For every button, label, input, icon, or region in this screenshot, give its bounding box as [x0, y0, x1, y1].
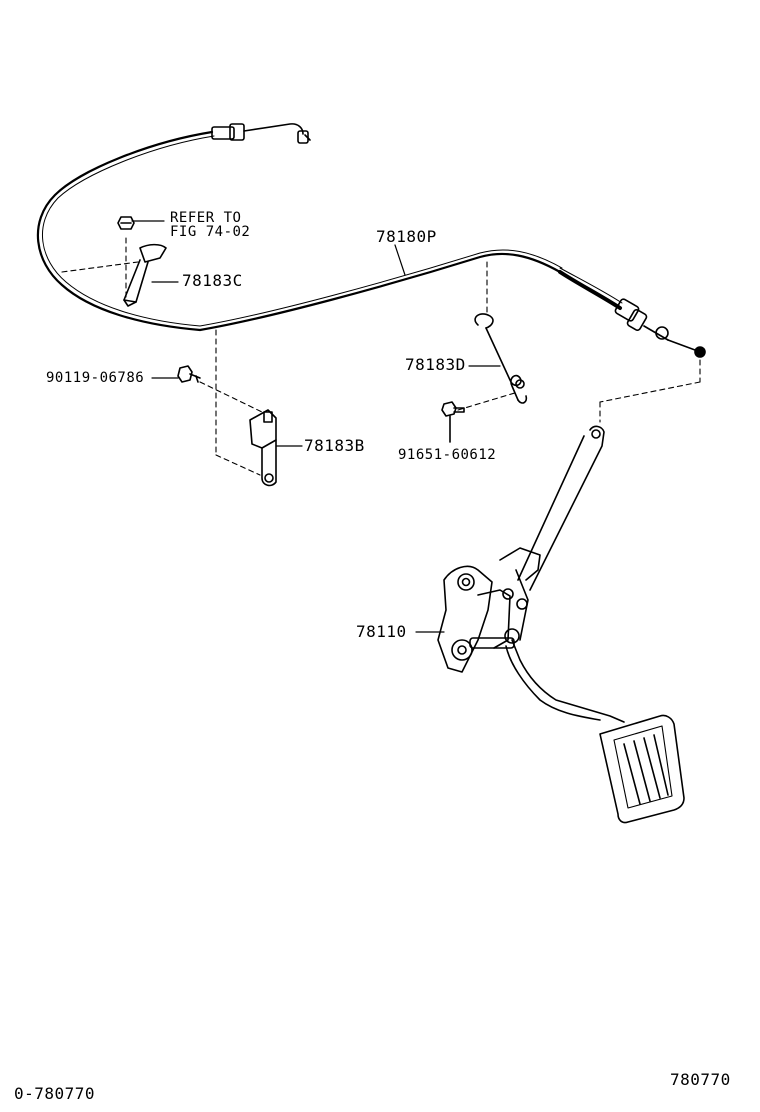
- dashed-leaders: [61, 237, 701, 476]
- clamp-78183c: [117, 216, 167, 307]
- label-leaders: [131, 220, 501, 633]
- footer-right-code: 780770: [670, 1070, 731, 1089]
- label-78183d: 78183D: [405, 355, 466, 374]
- label-78183c: 78183C: [182, 271, 243, 290]
- label-78110: 78110: [356, 622, 407, 641]
- bracket-78183b: [249, 409, 277, 487]
- bolt-90119: [177, 365, 201, 383]
- label-78180p: 78180P: [376, 227, 437, 246]
- refer-note-line1: REFER TO: [170, 210, 242, 226]
- label-78183b: 78183B: [304, 436, 365, 455]
- refer-note-line2: FIG 74-02: [170, 224, 251, 240]
- screw-91651: [441, 401, 465, 443]
- spring-78183d: [474, 313, 528, 404]
- label-91651: 91651-60612: [398, 447, 497, 463]
- label-90119: 90119-06786: [46, 370, 145, 386]
- pedal-assembly-78110: [437, 425, 685, 824]
- accelerator-cable: [36, 123, 706, 358]
- footer-left-code: 0-780770: [14, 1084, 96, 1103]
